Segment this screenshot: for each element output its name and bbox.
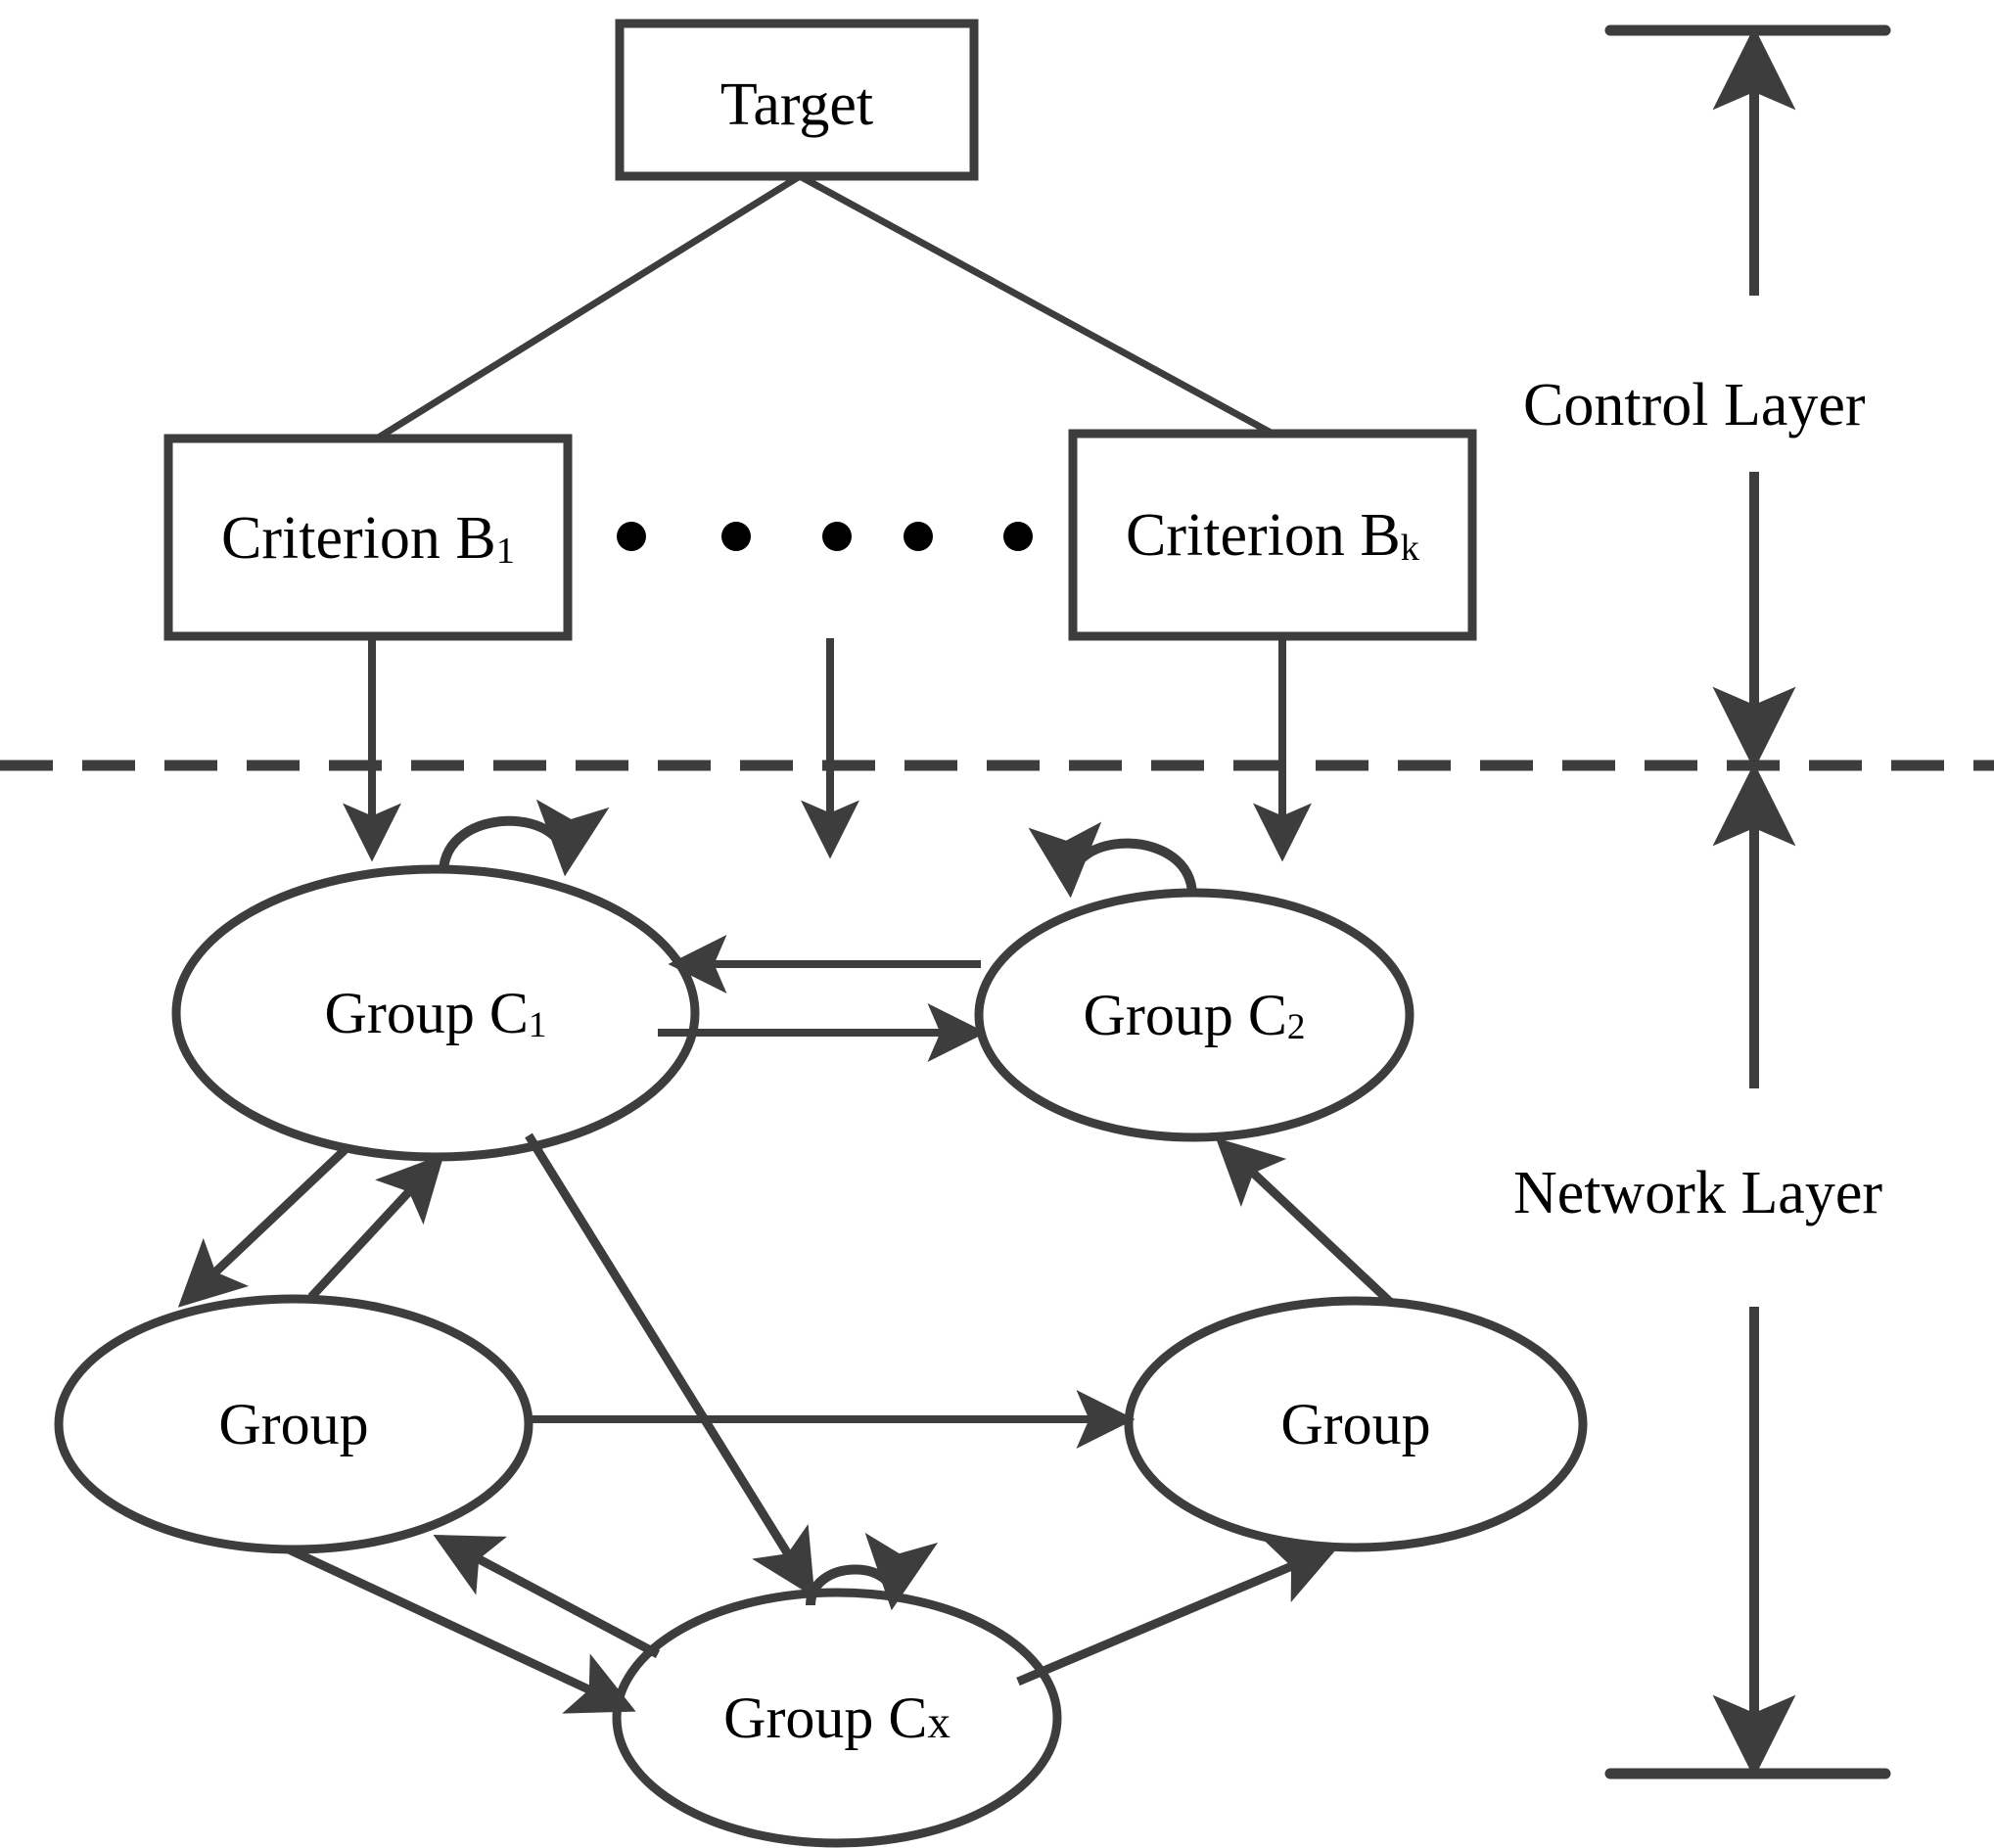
ellipsis-dot <box>1003 522 1033 551</box>
self-loop-c2 <box>1028 821 1197 899</box>
group-c1-subscript: 1 <box>528 1005 547 1046</box>
arrow-group-right-to-c2 <box>1215 1137 1394 1306</box>
group-left-label: Group <box>218 1392 369 1456</box>
arrow-c1-to-group-left <box>177 1146 348 1308</box>
arrow-c1-to-cx <box>525 1132 815 1598</box>
target-label: Target <box>719 71 874 138</box>
arrow-group-left-to-c1 <box>307 1153 444 1301</box>
ellipsis-dot <box>904 522 933 551</box>
arrow-cx-to-group-right <box>1016 1541 1339 1686</box>
self-loop-cx <box>806 1532 938 1611</box>
group-c1-label: Group C1 <box>324 981 547 1046</box>
ellipsis-dot <box>721 522 751 551</box>
ellipsis-dot <box>617 522 646 551</box>
arrow-group-left-to-cx <box>287 1545 636 1714</box>
criterion-b1-label: Criterion B1 <box>221 505 515 572</box>
network-layer-label: Network Layer <box>1513 1160 1882 1226</box>
group-cx-label: Group Cx <box>723 1686 951 1750</box>
group-c2-label: Group C2 <box>1083 983 1306 1048</box>
arrow-cx-to-group-left <box>433 1535 661 1658</box>
group-cx-suffix: x <box>927 1697 951 1748</box>
target-to-b1-connector <box>375 173 802 441</box>
criterion-bk-subscript: k <box>1400 527 1419 569</box>
criterion-bk-label: Criterion Bk <box>1126 502 1419 569</box>
criterion-b1-subscript: 1 <box>495 530 515 572</box>
group-right-label: Group <box>1280 1392 1431 1456</box>
self-loop-c1 <box>439 799 610 877</box>
target-to-bk-connector <box>798 172 1275 438</box>
group-c2-subscript: 2 <box>1286 1007 1306 1048</box>
criterion-b1-box[interactable] <box>163 434 573 641</box>
group-cx-ellipse[interactable] <box>612 1588 1062 1848</box>
ellipsis-dot <box>822 522 852 551</box>
control-layer-label: Control Layer <box>1523 372 1866 439</box>
